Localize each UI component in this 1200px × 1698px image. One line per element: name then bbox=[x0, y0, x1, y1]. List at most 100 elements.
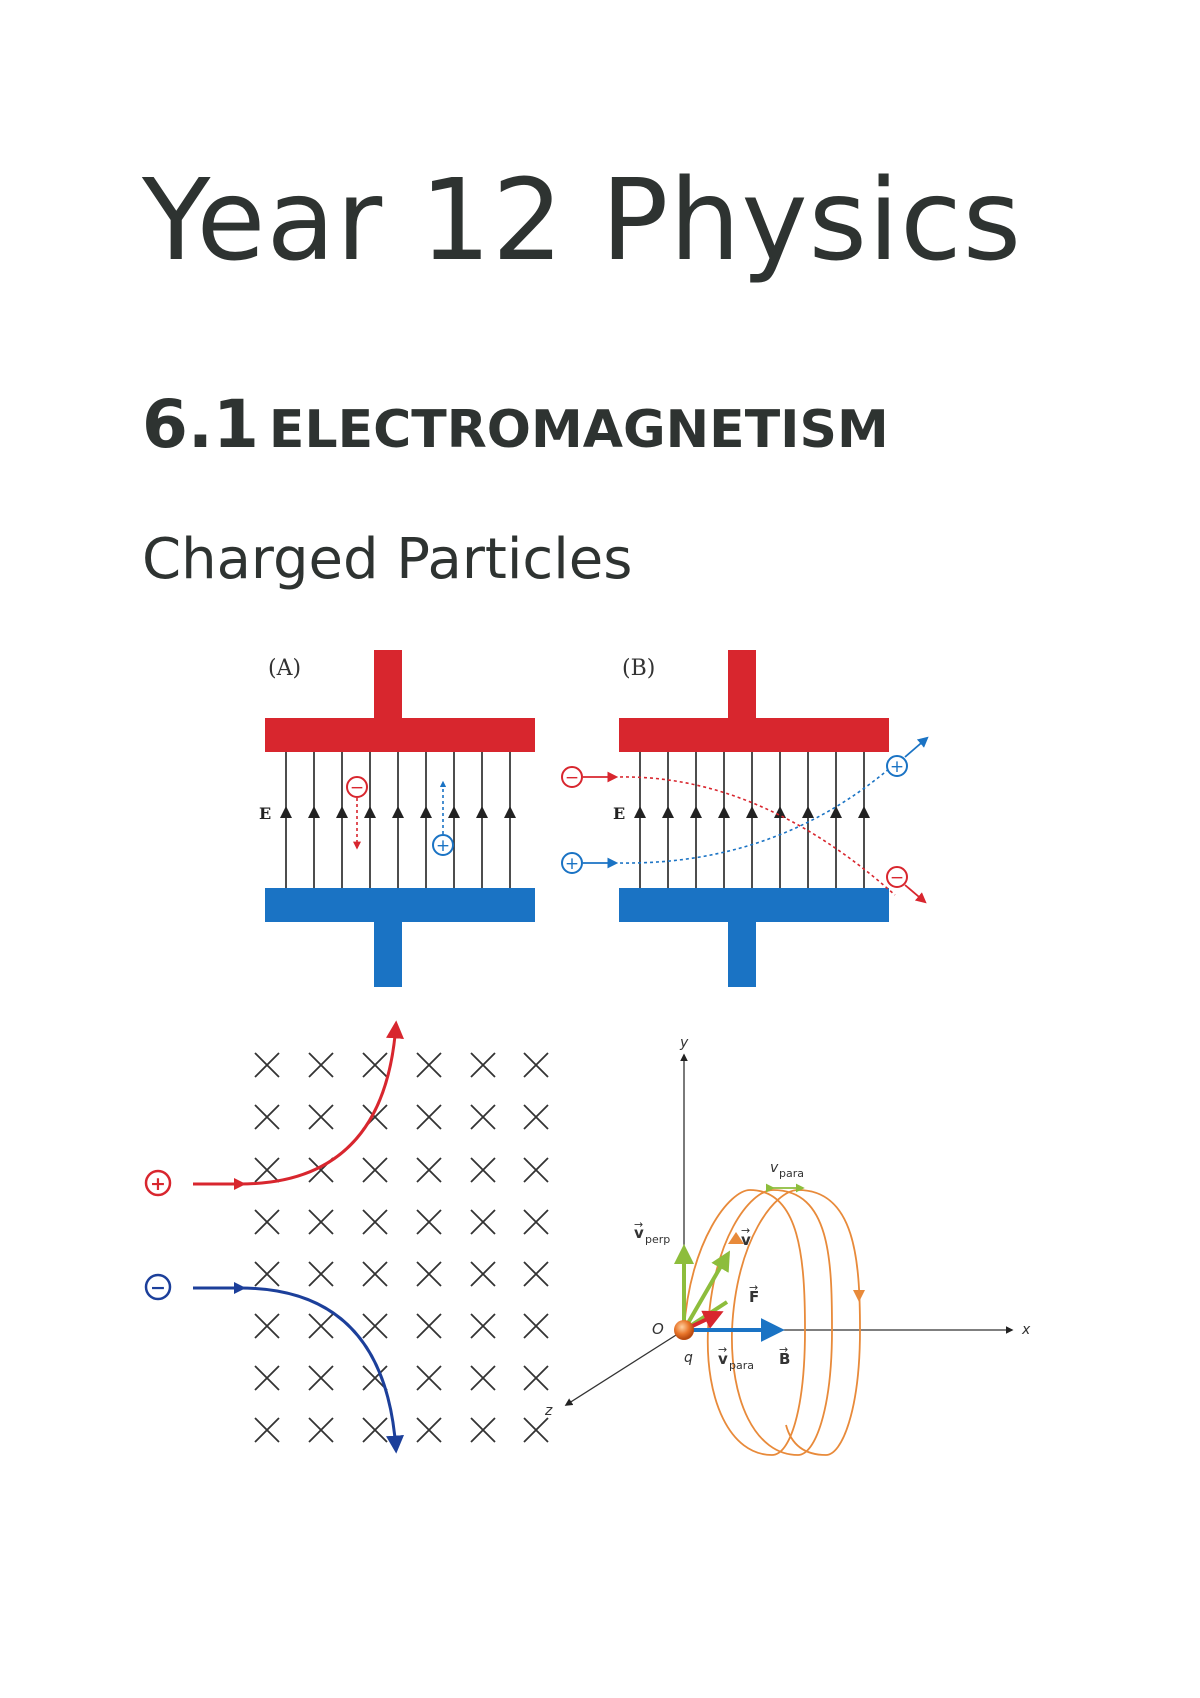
field-cross bbox=[254, 1417, 280, 1443]
v-para-label: v → para bbox=[718, 1343, 754, 1372]
field-label-b: E bbox=[613, 804, 625, 823]
positive-charge-symbol-c: + bbox=[150, 1173, 166, 1195]
field-arrowheads-a bbox=[280, 806, 516, 818]
v-perp-sub: perp bbox=[645, 1233, 670, 1246]
field-cross bbox=[416, 1209, 442, 1235]
figure-b-label: (B) bbox=[622, 656, 655, 681]
field-cross bbox=[308, 1261, 334, 1287]
subtitle: Charged Particles bbox=[142, 527, 633, 592]
field-cross bbox=[416, 1313, 442, 1339]
field-cross bbox=[470, 1261, 496, 1287]
field-cross bbox=[523, 1052, 549, 1078]
field-cross bbox=[523, 1313, 549, 1339]
field-cross bbox=[416, 1157, 442, 1183]
field-cross bbox=[470, 1313, 496, 1339]
field-cross bbox=[308, 1052, 334, 1078]
negative-charge-in-b bbox=[561, 766, 583, 788]
field-vec-mark: → bbox=[779, 1343, 788, 1356]
section-name: ELECTROMAGNETISM bbox=[268, 400, 889, 460]
v-para-sub: para bbox=[729, 1359, 754, 1372]
negative-charge-c bbox=[144, 1273, 172, 1301]
field-cross bbox=[362, 1261, 388, 1287]
v-perp-label: v → perp bbox=[634, 1218, 670, 1246]
helix-arrow-down bbox=[853, 1290, 865, 1302]
helix-figure: y x z O q v para v → perp v bbox=[544, 1035, 1031, 1456]
field-label-a: E bbox=[259, 804, 271, 823]
y-axis-label: y bbox=[679, 1035, 689, 1051]
origin-label: O bbox=[652, 1320, 664, 1338]
plates-figure-b: (B) E − − + + bbox=[561, 650, 929, 987]
positive-path-b bbox=[619, 761, 898, 864]
x-axis-label: x bbox=[1021, 1322, 1031, 1338]
field-cross bbox=[254, 1209, 280, 1235]
field-cross bbox=[523, 1157, 549, 1183]
field-cross bbox=[308, 1365, 334, 1391]
helix-arrow-up bbox=[728, 1232, 744, 1244]
field-cross bbox=[362, 1313, 388, 1339]
positive-charge-out-b bbox=[886, 755, 908, 777]
field-lines-a bbox=[285, 752, 511, 888]
force-symbol: F bbox=[749, 1288, 759, 1306]
field-cross bbox=[416, 1417, 442, 1443]
v-perp-vec-mark: → bbox=[634, 1218, 643, 1231]
field-cross bbox=[254, 1157, 280, 1183]
negative-path-b bbox=[619, 776, 896, 896]
field-cross bbox=[254, 1365, 280, 1391]
negative-charge-symbol-c: − bbox=[150, 1277, 166, 1299]
field-cross bbox=[254, 1104, 280, 1130]
v-para-vec-mark: → bbox=[718, 1343, 727, 1356]
positive-exit-arrow-b bbox=[904, 736, 929, 758]
v-vector bbox=[682, 1250, 731, 1332]
v-para-symbol: v bbox=[718, 1350, 728, 1368]
magnetic-field-figure: + − bbox=[144, 1020, 549, 1454]
field-cross bbox=[308, 1417, 334, 1443]
page-title: Year 12 Physics bbox=[142, 156, 1023, 286]
bottom-plate-terminal-b bbox=[728, 920, 756, 987]
z-axis bbox=[564, 1329, 685, 1406]
v-para-top-sub: para bbox=[779, 1167, 804, 1180]
field-cross bbox=[308, 1209, 334, 1235]
figure-a-label: (A) bbox=[268, 656, 301, 681]
positive-charge-in-symbol-b: + bbox=[565, 854, 579, 874]
field-cross bbox=[416, 1104, 442, 1130]
field-cross bbox=[470, 1417, 496, 1443]
negative-path-arrow-c bbox=[234, 1282, 246, 1294]
field-cross bbox=[308, 1104, 334, 1130]
field-cross bbox=[254, 1313, 280, 1339]
field-cross bbox=[362, 1157, 388, 1183]
field-cross bbox=[523, 1261, 549, 1287]
force-vec-mark: → bbox=[749, 1281, 758, 1294]
field-cross bbox=[470, 1052, 496, 1078]
field-cross bbox=[470, 1365, 496, 1391]
charged-particle bbox=[674, 1320, 694, 1340]
positive-path-arrow-c bbox=[234, 1178, 246, 1190]
negative-charge-out-b bbox=[886, 866, 908, 888]
field-cross bbox=[523, 1365, 549, 1391]
v-perp-symbol: v bbox=[634, 1224, 644, 1242]
bottom-plate-b bbox=[619, 888, 889, 922]
field-arrowheads-b bbox=[634, 806, 870, 818]
v-symbol: v bbox=[741, 1231, 751, 1249]
field-crosses bbox=[254, 1052, 549, 1443]
field-cross bbox=[470, 1157, 496, 1183]
field-cross bbox=[416, 1052, 442, 1078]
positive-path-c bbox=[193, 1020, 404, 1186]
field-cross bbox=[362, 1052, 388, 1078]
positive-charge-a bbox=[432, 834, 454, 856]
field-cross bbox=[523, 1209, 549, 1235]
field-cross bbox=[254, 1052, 280, 1078]
plates-figure-a: (A) E − + bbox=[259, 650, 535, 987]
field-cross bbox=[308, 1313, 334, 1339]
field-cross bbox=[362, 1209, 388, 1235]
field-cross bbox=[523, 1104, 549, 1130]
field-lines-b bbox=[639, 752, 865, 888]
negative-charge-symbol-a: − bbox=[350, 778, 364, 798]
top-plate-terminal-a bbox=[374, 650, 402, 722]
v-label: v → bbox=[741, 1224, 751, 1249]
section-number: 6.1 bbox=[142, 386, 259, 463]
negative-charge-in-symbol-b: − bbox=[565, 768, 579, 788]
helix-path bbox=[683, 1189, 861, 1456]
bottom-plate-a bbox=[265, 888, 535, 922]
